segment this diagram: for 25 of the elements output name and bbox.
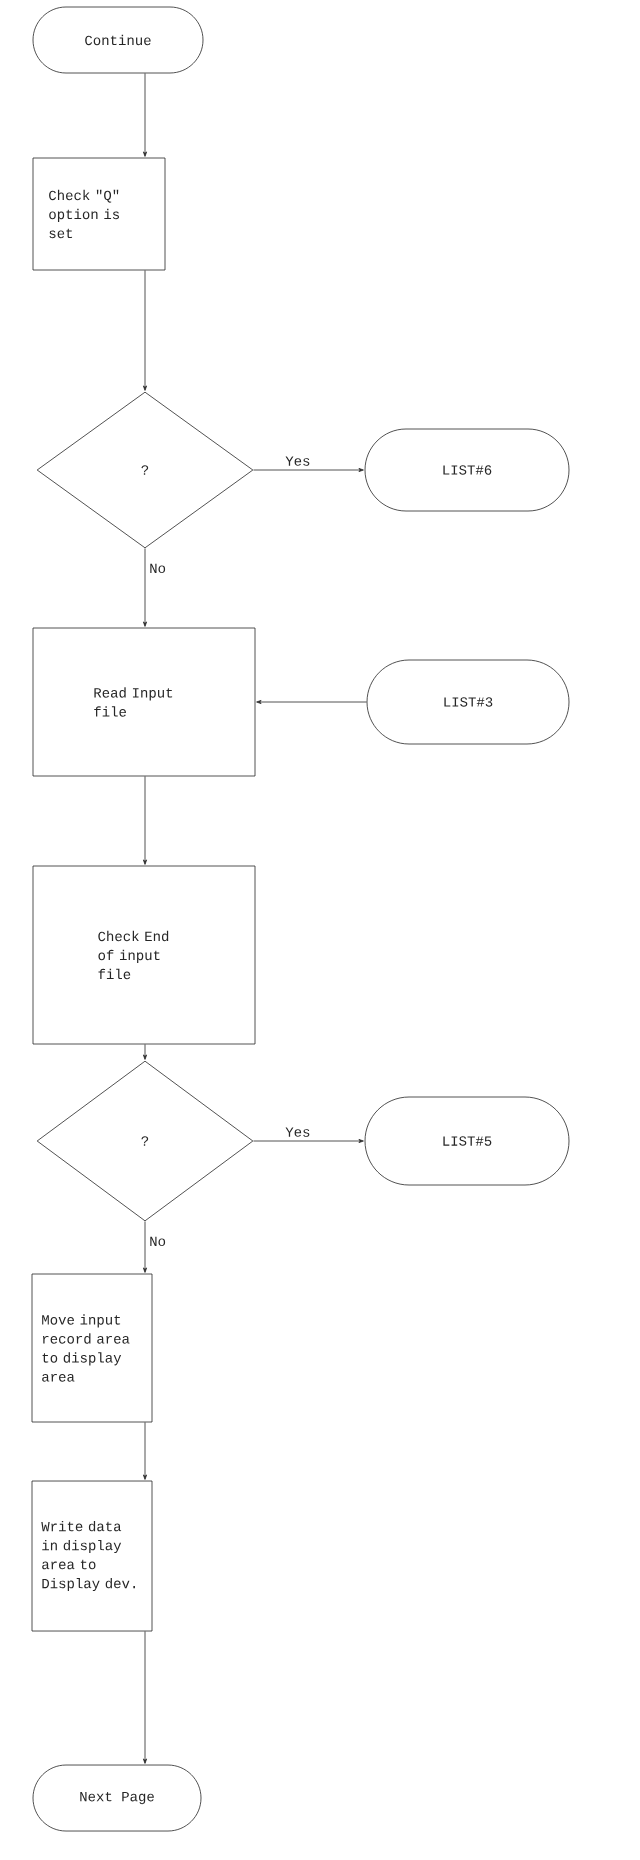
arrow <box>143 1221 147 1273</box>
arrow <box>143 548 147 627</box>
arrow <box>143 1044 147 1060</box>
edge-label: Yes <box>285 1127 310 1137</box>
arrow <box>143 270 147 391</box>
arrow <box>253 1139 364 1143</box>
terminal-box: LIST#5 <box>364 1096 570 1186</box>
terminal-box: LIST#6 <box>364 428 570 512</box>
process-box: Check End of input file <box>32 865 256 1045</box>
edge-label: No <box>150 1236 166 1247</box>
arrow <box>143 776 147 865</box>
terminal-box: Continue <box>32 6 204 74</box>
arrow <box>143 1631 147 1764</box>
terminal-box: LIST#3 <box>366 659 570 745</box>
edge-label: Yes <box>285 456 310 466</box>
arrow <box>256 700 367 704</box>
process-box: Write data in display area to Display dev. <box>31 1480 153 1632</box>
arrow <box>143 1422 147 1480</box>
arrow <box>143 73 147 157</box>
edge-label: No <box>150 563 166 574</box>
process-box: Check "Q" option is set <box>32 157 166 271</box>
terminal-box: Next Page <box>32 1764 202 1832</box>
arrow <box>253 468 364 472</box>
process-box: Read Input file <box>32 627 256 777</box>
process-box: Move input record area to display area <box>31 1273 153 1423</box>
